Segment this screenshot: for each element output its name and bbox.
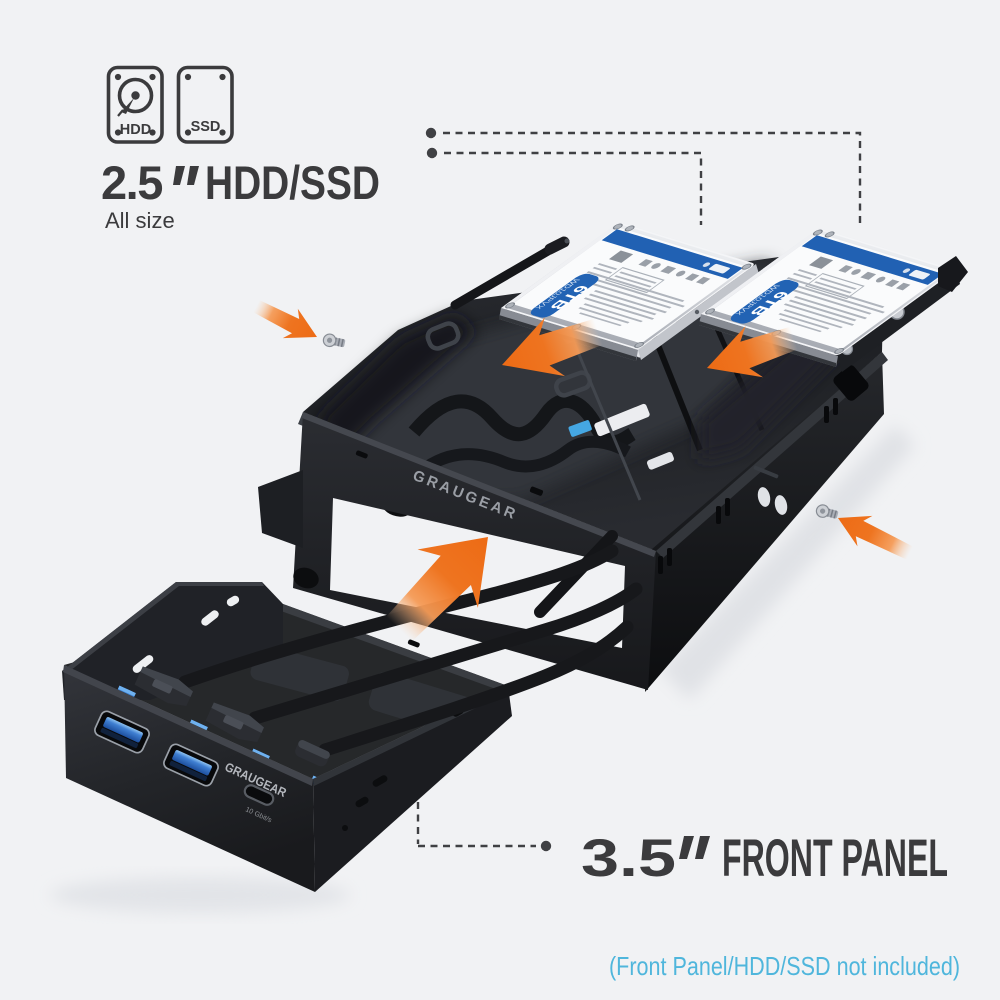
svg-text:2.5: 2.5 xyxy=(101,156,162,209)
svg-text:HDD/SSD: HDD/SSD xyxy=(205,156,380,209)
svg-text:SSD: SSD xyxy=(191,119,221,135)
svg-text:FRONT PANEL: FRONT PANEL xyxy=(722,829,948,888)
svg-text:(Front Panel/HDD/SSD not inclu: (Front Panel/HDD/SSD not included) xyxy=(609,951,960,981)
svg-text:3.5: 3.5 xyxy=(581,829,676,888)
svg-text:HDD: HDD xyxy=(120,122,151,138)
svg-text:All size: All size xyxy=(105,208,175,233)
